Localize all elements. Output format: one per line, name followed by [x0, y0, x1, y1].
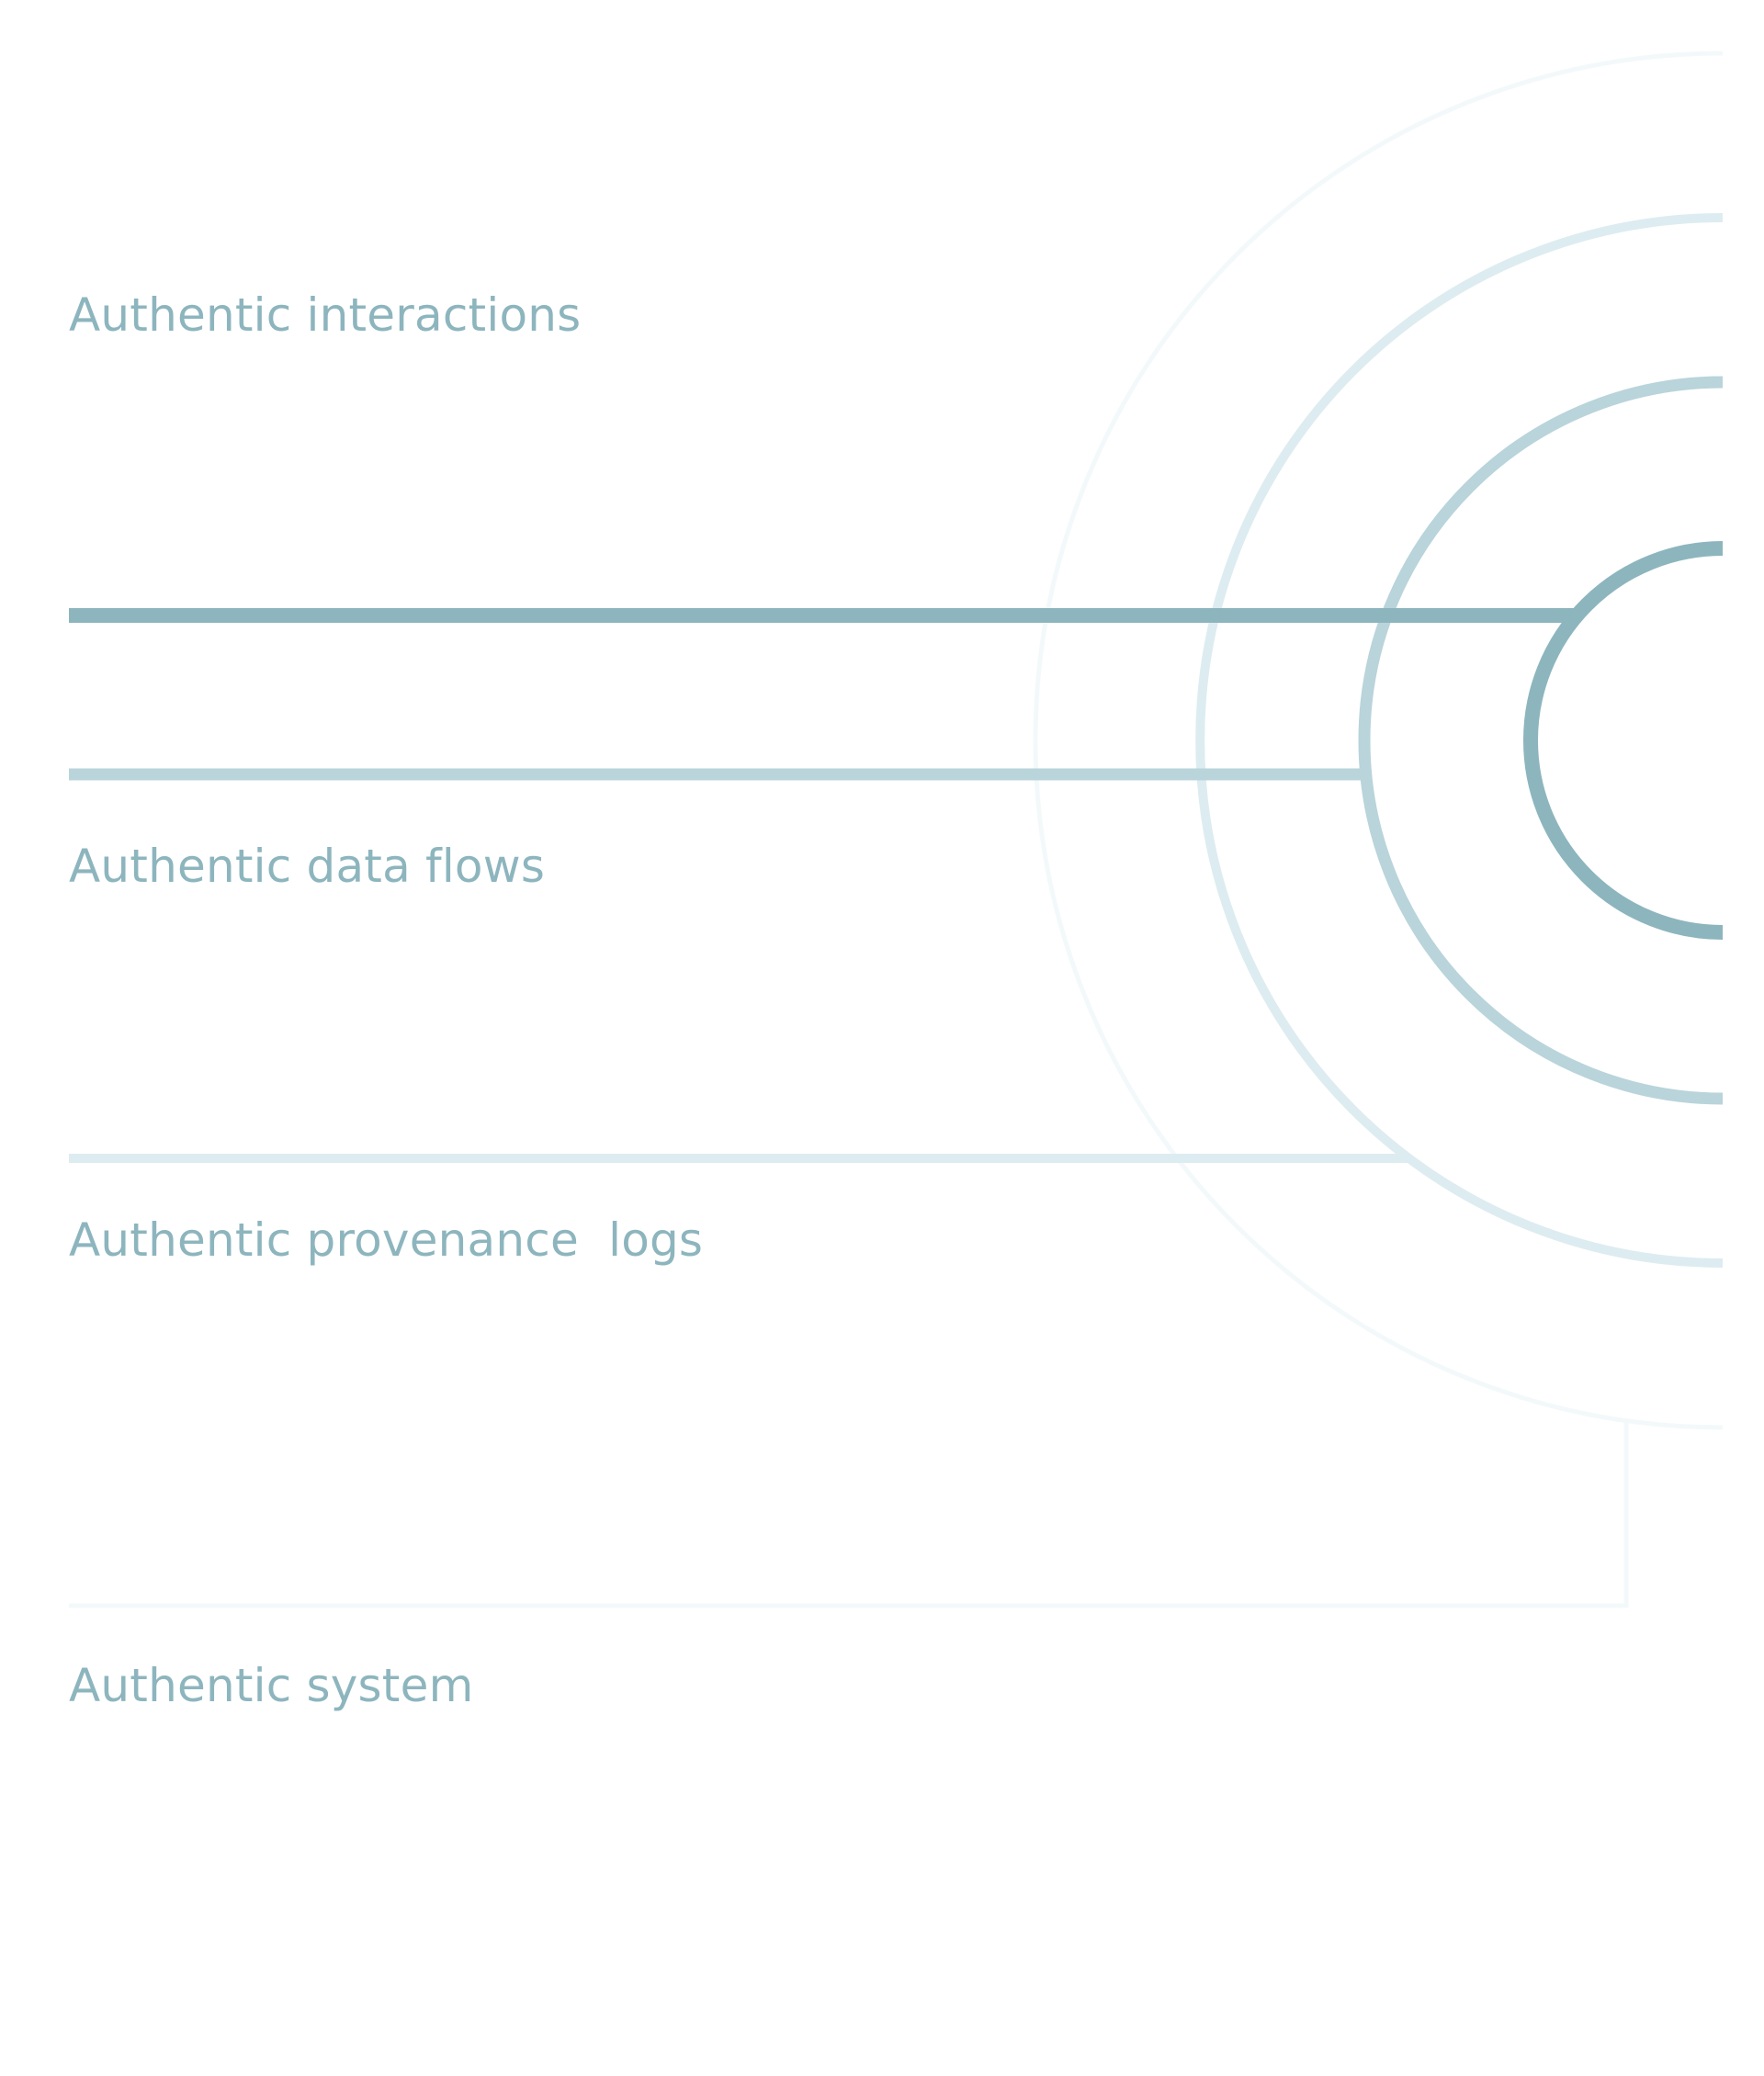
label-authentic-provenance-logs: Authentic provenance logs — [69, 1213, 704, 1267]
ring-authentic-provenance-logs — [1195, 213, 1724, 1268]
label-authentic-interactions: Authentic interactions — [69, 288, 582, 342]
ring-authentic-interactions — [1523, 541, 1724, 940]
label-authentic-system: Authentic system — [69, 1659, 474, 1712]
ring-authentic-data-flows — [1358, 376, 1724, 1105]
connector-authentic-system — [69, 1419, 1629, 1608]
ring-authentic-system — [1033, 51, 1724, 1430]
label-authentic-data-flows: Authentic data flows — [69, 840, 546, 893]
